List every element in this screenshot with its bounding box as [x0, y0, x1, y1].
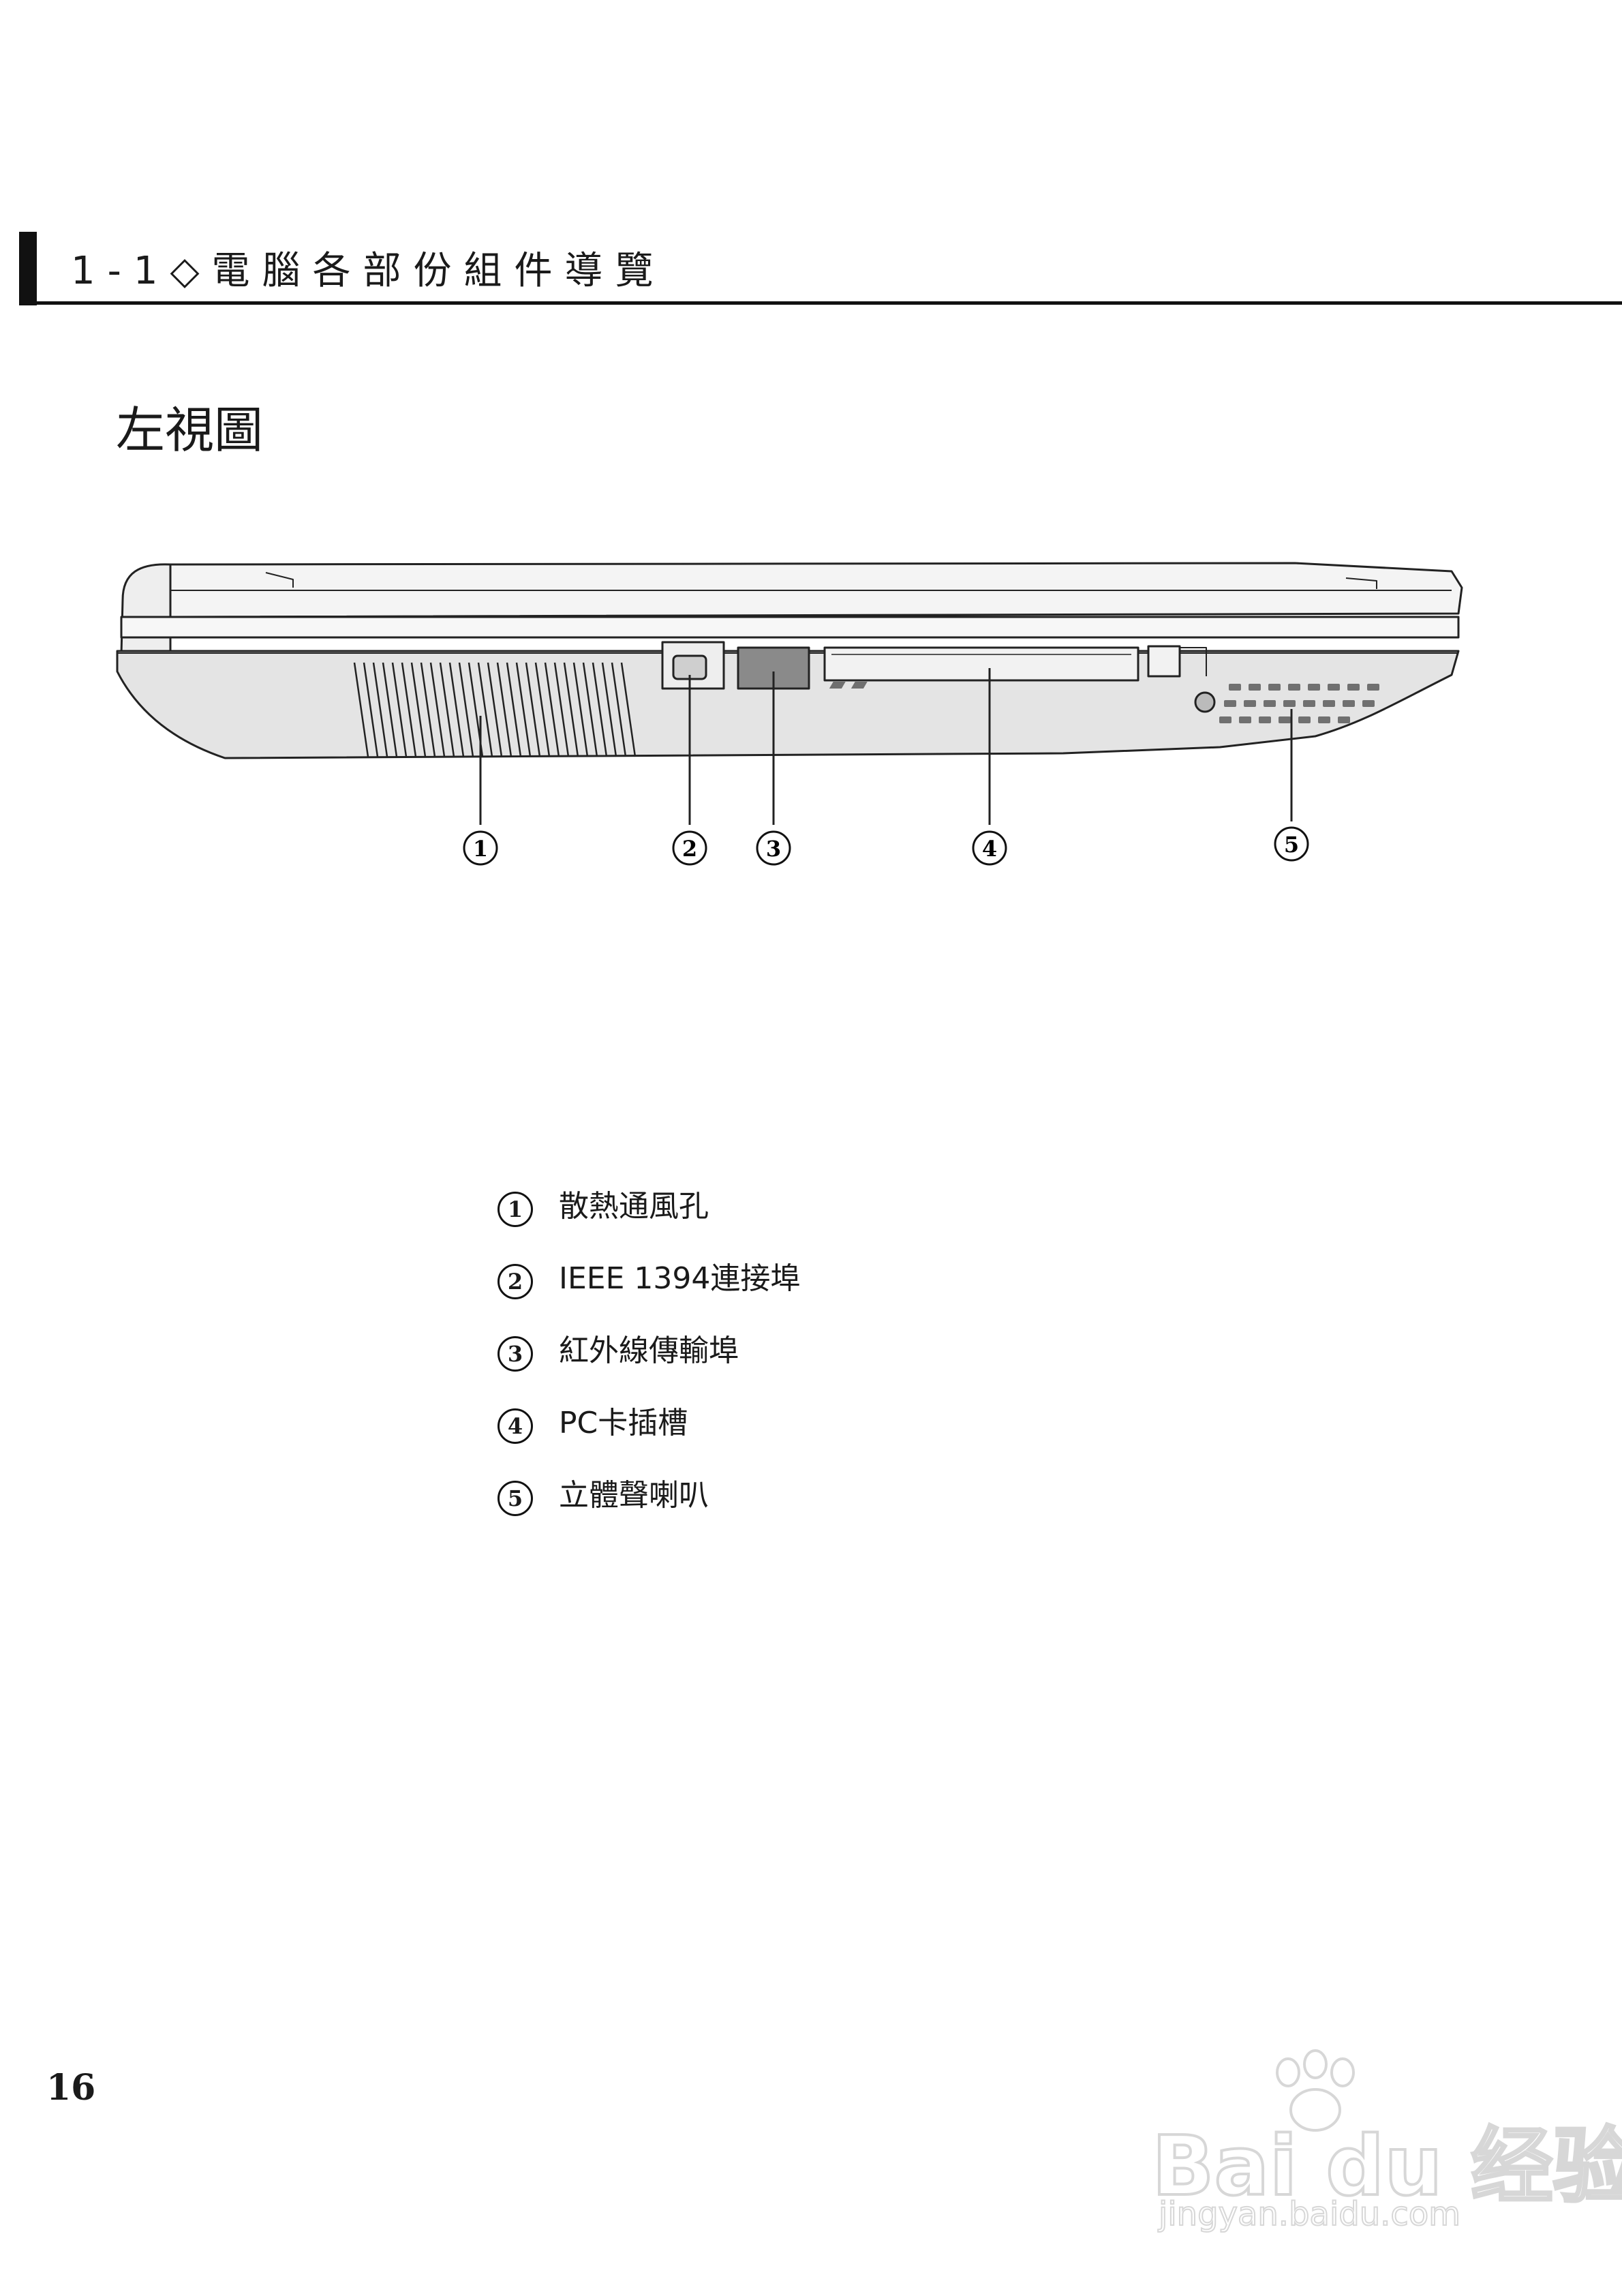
- page-number: 16: [46, 2067, 96, 2109]
- laptop-left-side-diagram: 1 2 3 4 5: [116, 562, 1463, 866]
- baidu-watermark: Bai du 经验 jingyan.baidu.com: [1150, 2045, 1622, 2236]
- watermark-brand: Bai du 经验: [1150, 2118, 1622, 2216]
- speaker-dot: [1194, 691, 1216, 713]
- speaker-grille: [829, 682, 868, 689]
- speaker-grille-holes: [1219, 684, 1379, 723]
- callout-markers: 1 2 3 4 5: [463, 826, 1309, 866]
- legend-label: 立體聲喇叭: [559, 1478, 709, 1513]
- legend-label: 紅外線傳輸埠: [559, 1333, 739, 1368]
- svg-text:2: 2: [682, 836, 697, 862]
- section-title: 左視圖: [116, 402, 264, 459]
- pccard-eject-button: [1147, 645, 1181, 678]
- legend-number: 5: [498, 1481, 533, 1516]
- callout-2: 2: [672, 830, 707, 866]
- legend-number: 4: [498, 1408, 533, 1444]
- callout-1: 1: [463, 830, 498, 866]
- callout-3: 3: [756, 830, 791, 866]
- legend-number: 2: [498, 1264, 533, 1299]
- svg-text:4: 4: [982, 836, 997, 862]
- legend-label: 散熱通風孔: [559, 1189, 709, 1224]
- callout-5: 5: [1274, 826, 1309, 862]
- legend-number: 3: [498, 1336, 533, 1372]
- svg-text:3: 3: [766, 836, 781, 862]
- watermark-url: jingyan.baidu.com: [1158, 2194, 1461, 2234]
- chapter-header-title: 1-1◇電腦各部份組件導覽: [71, 249, 666, 293]
- legend-number: 1: [498, 1192, 533, 1227]
- svg-text:1: 1: [473, 836, 488, 862]
- header-rule: [19, 301, 1622, 305]
- callout-4: 4: [972, 830, 1007, 866]
- hinge-outline: [120, 563, 172, 656]
- pccard-slot: [823, 646, 1139, 682]
- paw-logo: [1276, 2049, 1355, 2132]
- legend-label: IEEE 1394連接埠: [559, 1261, 801, 1296]
- header-accent-bar: [19, 232, 37, 305]
- legend-label: PC卡插槽: [559, 1406, 688, 1440]
- leader-lines: [479, 668, 1293, 825]
- svg-text:5: 5: [1284, 832, 1299, 858]
- vent-grille: [353, 662, 637, 757]
